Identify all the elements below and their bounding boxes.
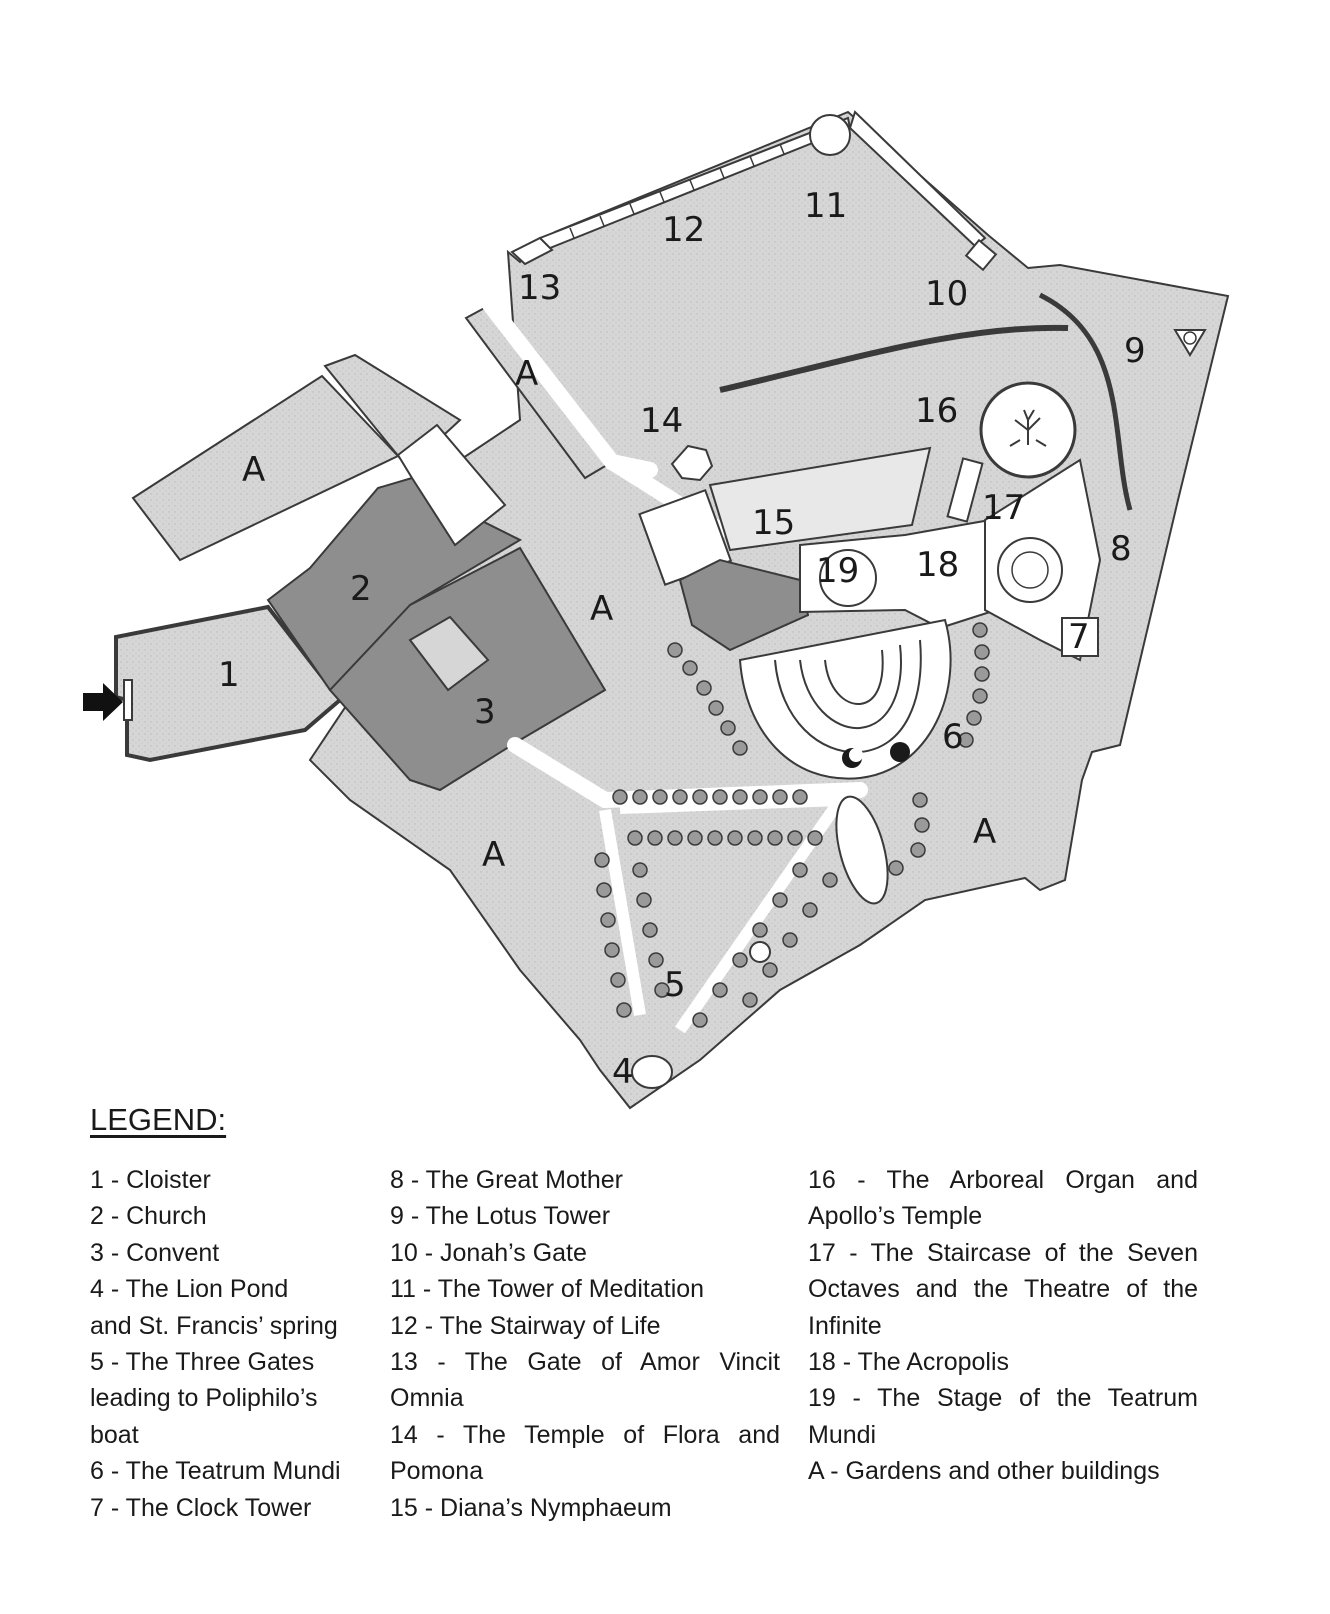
seven-octaves-inner: [1011, 551, 1049, 589]
label-a: A: [515, 354, 538, 394]
legend-item: 14 - The Temple of Flora and: [390, 1420, 780, 1449]
legend-item: 16 - The Arboreal Organ and: [808, 1166, 1198, 1194]
legend-item: leading to Poliphilo’s: [90, 1384, 318, 1413]
legend-item: 4 - The Lion Pond: [90, 1275, 289, 1304]
church-tower: [396, 423, 507, 547]
legend-item: 12 - The Stairway of Life: [390, 1311, 661, 1340]
lotus-tower-circle: [1183, 331, 1197, 345]
label-17: 17: [982, 488, 1025, 528]
label-a: A: [973, 812, 996, 852]
label-9: 9: [1124, 331, 1146, 371]
stage-circle: [819, 549, 877, 607]
organ-steps: [946, 457, 984, 523]
legend-item: 11 - The Tower of Meditation: [390, 1275, 705, 1304]
label-8: 8: [1110, 529, 1132, 569]
label-a: A: [590, 589, 613, 629]
label-2: 2: [350, 569, 372, 609]
grey-block: [678, 558, 810, 652]
legend-item: 13 - The Gate of Amor Vincit: [390, 1348, 780, 1377]
tower-of-meditation: [809, 114, 851, 156]
lion-pond: [631, 1055, 673, 1089]
label-a: A: [242, 450, 265, 490]
site-map: 1 2 3 4 5 6 7 8 9 10 11 12 13 14 15 16 1…: [83, 110, 1230, 1110]
tree-rows: [594, 622, 990, 1028]
convent-courtyard: [408, 615, 490, 692]
legend-item: 9 - The Lotus Tower: [390, 1202, 611, 1231]
label-15: 15: [752, 503, 795, 543]
label-7: 7: [1068, 617, 1090, 657]
label-16: 16: [915, 391, 958, 431]
legend-item: 1 - Cloister: [90, 1166, 211, 1194]
legend-item: and St. Francis’ spring: [90, 1311, 338, 1340]
legend-item: 3 - Convent: [90, 1238, 220, 1267]
legend-item: 18 - The Acropolis: [808, 1348, 1010, 1377]
legend-item: A - Gardens and other buildings: [808, 1457, 1160, 1486]
stairway-steps: [569, 143, 785, 239]
legend-column-2: 8 - The Great Mother 9 - The Lotus Tower…: [390, 1162, 780, 1526]
oval-fountain: [835, 795, 889, 905]
great-mother-wall: [1038, 292, 1133, 511]
legend-title: LEGEND:: [90, 1102, 227, 1137]
legend-item: 2 - Church: [90, 1202, 207, 1231]
temple-of-flora: [670, 444, 714, 482]
label-13: 13: [518, 268, 561, 308]
legend-column-3: 16 - The Arboreal Organ and Apollo’s Tem…: [808, 1162, 1198, 1490]
jonahs-gate: [964, 238, 998, 272]
legend-item: Omnia: [390, 1384, 464, 1413]
legend-item: Octaves and the Theatre of the: [808, 1275, 1198, 1304]
entrance-arrow-icon: [83, 683, 123, 721]
legend-item: 7 - The Clock Tower: [90, 1493, 312, 1522]
path-south: [599, 793, 852, 1034]
three-gates-rondel: [749, 941, 771, 963]
legend-item: 5 - The Three Gates: [90, 1348, 315, 1377]
legend-item: Infinite: [808, 1311, 882, 1340]
label-a: A: [482, 835, 505, 875]
tree-icon: [1009, 409, 1047, 447]
label-10: 10: [925, 274, 968, 314]
gate-amor-vincit-omnia: [510, 236, 554, 266]
legend-item: 10 - Jonah’s Gate: [390, 1238, 587, 1267]
legend-title-text: LEGEND: [90, 1102, 218, 1137]
dianas-nymphaeum: [708, 446, 932, 552]
label-3: 3: [474, 692, 496, 732]
label-18: 18: [916, 545, 959, 585]
legend-item: 17 - The Staircase of the Seven: [808, 1238, 1198, 1267]
clock-tower: [1061, 617, 1099, 657]
label-12: 12: [662, 210, 705, 250]
label-11: 11: [804, 186, 847, 226]
label-6: 6: [942, 717, 964, 757]
legend-item: 15 - Diana’s Nymphaeum: [390, 1493, 672, 1522]
legend-item: 6 - The Teatrum Mundi: [90, 1457, 341, 1486]
label-1: 1: [218, 655, 240, 695]
legend-item: Apollo’s Temple: [808, 1202, 983, 1231]
curved-wall: [719, 324, 1069, 393]
label-4: 4: [612, 1052, 634, 1092]
label-5: 5: [664, 965, 686, 1005]
sun-icon: [890, 742, 910, 762]
legend-item: 8 - The Great Mother: [390, 1166, 623, 1194]
cloister-entrance: [123, 679, 133, 721]
legend-column-1: 1 - Cloister 2 - Church 3 - Convent 4 - …: [90, 1162, 380, 1526]
cloister: [114, 604, 343, 763]
legend-item: boat: [90, 1420, 139, 1449]
legend-item: Pomona: [390, 1457, 484, 1486]
label-14: 14: [640, 401, 683, 441]
moon-cut: [849, 748, 863, 762]
label-19: 19: [816, 551, 859, 591]
legend-item: 19 - The Stage of the Teatrum: [808, 1384, 1198, 1413]
legend-item: Mundi: [808, 1420, 877, 1449]
